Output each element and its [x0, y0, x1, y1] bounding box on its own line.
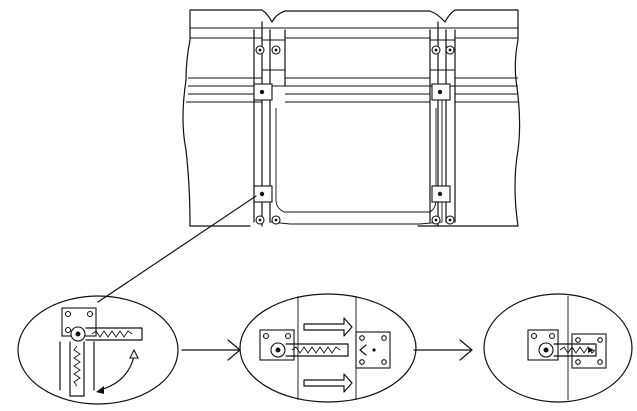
step-3-ellipse [483, 293, 633, 403]
frame-lower-outer [269, 100, 443, 225]
step-2-detail [239, 293, 417, 403]
frame-cushion-outline [182, 9, 521, 227]
step-1-ellipse [17, 295, 179, 405]
slide-arrow-icon [303, 317, 353, 393]
frame-post-left [253, 21, 286, 227]
step-3-detail [483, 293, 633, 403]
frame-overview [182, 9, 521, 227]
step-2-ellipse [239, 293, 417, 403]
step-arrow-2 [413, 339, 473, 361]
step-arrow-1 [181, 339, 241, 361]
step-1-detail [17, 295, 179, 405]
rotate-arrow-icon [99, 355, 135, 391]
detail-leader-line [97, 195, 257, 303]
frame-lower-panel [275, 108, 437, 213]
frame-post-right [429, 21, 456, 227]
